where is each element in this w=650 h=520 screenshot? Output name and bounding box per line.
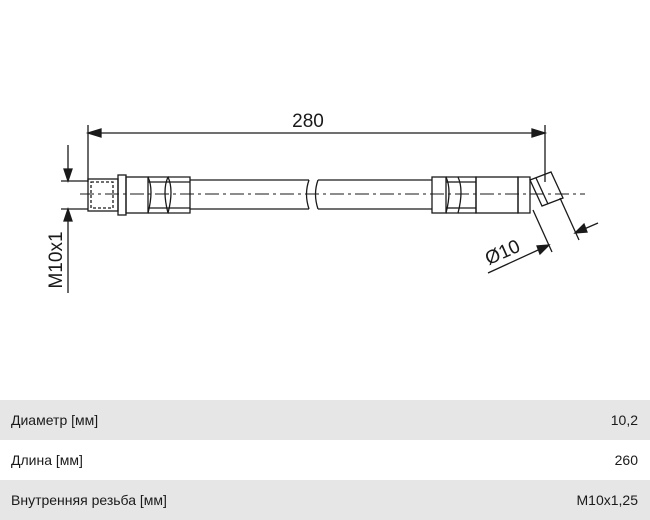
diameter-label: Ø10: [482, 236, 523, 270]
spec-label: Внутренняя резьба [мм]: [11, 492, 167, 508]
left-collar: [125, 176, 149, 214]
left-thread-hidden: [90, 181, 114, 209]
spec-value: M10x1,25: [576, 492, 638, 508]
spec-row-thread: Внутренняя резьба [мм] M10x1,25: [0, 480, 650, 520]
hose-outline: [61, 125, 599, 293]
right-angled-fitting: [529, 171, 564, 207]
spec-label: Диаметр [мм]: [11, 412, 99, 428]
specifications-table: Диаметр [мм] 10,2 Длина [мм] 260 Внутрен…: [0, 400, 650, 520]
hose-technical-drawing: 280 M10x1 Ø10: [46, 111, 599, 293]
length-arrow-right: [531, 128, 548, 138]
diameter-extension-right: [559, 197, 580, 241]
right-body: [475, 176, 519, 214]
drawing-canvas: 280 M10x1 Ø10: [46, 111, 599, 293]
thread-arrow-bottom: [63, 206, 73, 222]
diameter-arrow-right: [573, 222, 588, 234]
spec-row-length: Длина [мм] 260: [0, 440, 650, 480]
right-collar: [431, 176, 447, 214]
spec-row-diameter: Диаметр [мм] 10,2: [0, 400, 650, 440]
spec-label: Длина [мм]: [11, 452, 83, 468]
length-label: 280: [292, 111, 324, 132]
left-crimp-2: [167, 176, 191, 214]
thread-arrow-top: [63, 168, 73, 184]
left-nut: [117, 174, 127, 216]
spec-value: 260: [614, 452, 638, 468]
diameter-arrow-left: [536, 244, 551, 256]
right-fitting-edge: [535, 177, 549, 205]
right-shoulder: [517, 176, 531, 214]
thread-label: M10x1: [46, 231, 67, 288]
spec-value: 10,2: [610, 412, 638, 428]
length-arrow-left: [85, 128, 102, 138]
